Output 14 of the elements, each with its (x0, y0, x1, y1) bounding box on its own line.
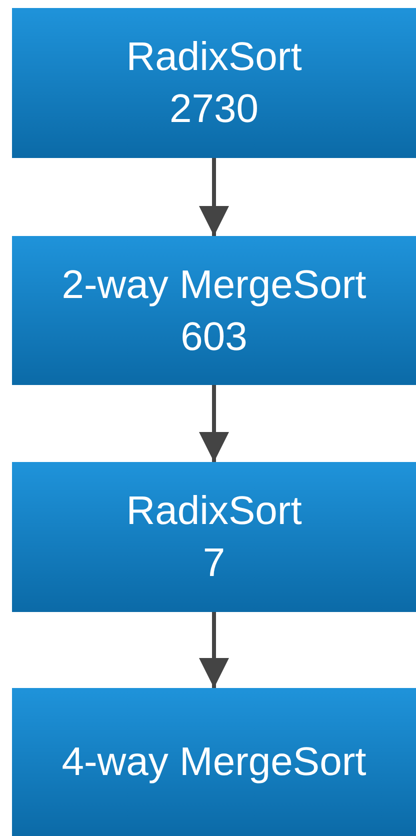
process-box (12, 462, 416, 612)
step-value: 7 (202, 540, 226, 587)
arrow (199, 612, 229, 688)
process-box (12, 8, 416, 158)
process-box (12, 236, 416, 385)
step-name: RadixSort (126, 34, 302, 81)
arrow (199, 385, 229, 462)
process-box (12, 688, 416, 836)
step-name: RadixSort (126, 488, 302, 535)
step-value: 603 (180, 314, 248, 360)
step-name: 4-way MergeSort (62, 739, 366, 786)
arrow (199, 158, 229, 236)
step-name: 2-way MergeSort (62, 262, 366, 308)
step-value: 2730 (170, 86, 258, 133)
